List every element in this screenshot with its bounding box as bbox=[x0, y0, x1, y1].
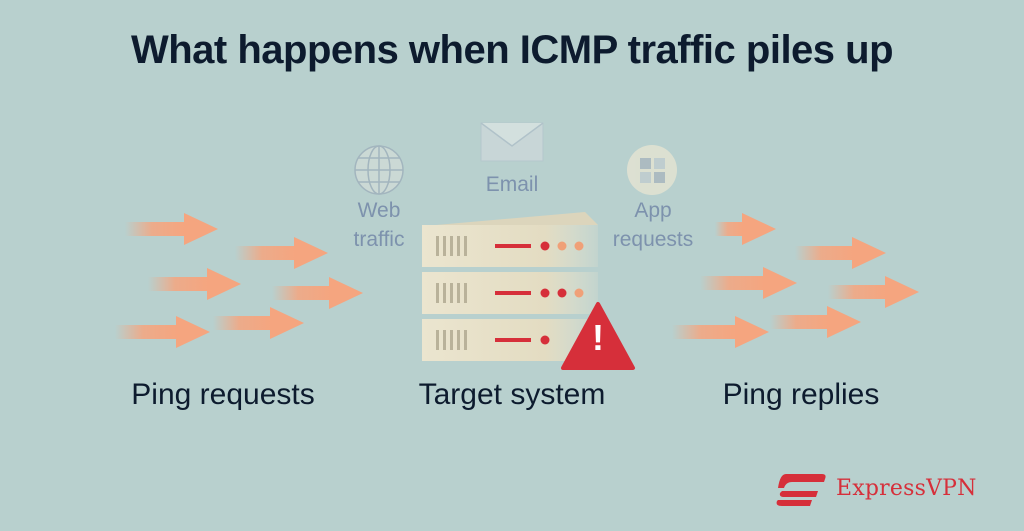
web-traffic-label: Web traffic bbox=[339, 196, 419, 254]
web-traffic-label-line2: traffic bbox=[353, 228, 405, 251]
app-requests-label: App requests bbox=[603, 196, 703, 254]
expressvpn-logo-icon bbox=[776, 474, 826, 506]
brand-name: ExpressVPN bbox=[836, 476, 977, 501]
ping-reply-arrows bbox=[672, 213, 919, 348]
app-requests-label-line2: requests bbox=[612, 228, 694, 251]
page-title: What happens when ICMP traffic piles up bbox=[130, 28, 894, 72]
ping-request-arrows bbox=[115, 213, 363, 348]
web-traffic-label-line1: Web bbox=[357, 199, 401, 222]
warning-symbol: ! bbox=[592, 317, 604, 358]
arrow bbox=[770, 306, 861, 338]
arrow bbox=[795, 237, 886, 269]
arrow bbox=[213, 307, 304, 339]
app-grid-icon bbox=[627, 145, 677, 195]
warning-triangle-icon bbox=[561, 302, 635, 370]
ping-requests-label: Ping requests bbox=[131, 378, 315, 411]
globe-icon bbox=[354, 145, 404, 195]
arrow bbox=[272, 277, 363, 309]
arrow bbox=[125, 213, 218, 245]
email-label: Email bbox=[485, 173, 539, 196]
arrow bbox=[700, 267, 797, 299]
server-vents bbox=[436, 236, 467, 350]
ping-replies-label: Ping replies bbox=[722, 378, 880, 411]
server-status-lights bbox=[495, 241, 584, 345]
arrow bbox=[148, 268, 241, 300]
arrow bbox=[115, 316, 210, 348]
target-system-label: Target system bbox=[418, 378, 606, 411]
arrow bbox=[235, 237, 328, 269]
arrow bbox=[672, 316, 769, 348]
arrow bbox=[715, 213, 776, 245]
envelope-icon bbox=[480, 122, 544, 162]
server-rack-icon bbox=[422, 212, 598, 361]
arrow bbox=[828, 276, 919, 308]
app-requests-label-line1: App bbox=[634, 199, 672, 222]
